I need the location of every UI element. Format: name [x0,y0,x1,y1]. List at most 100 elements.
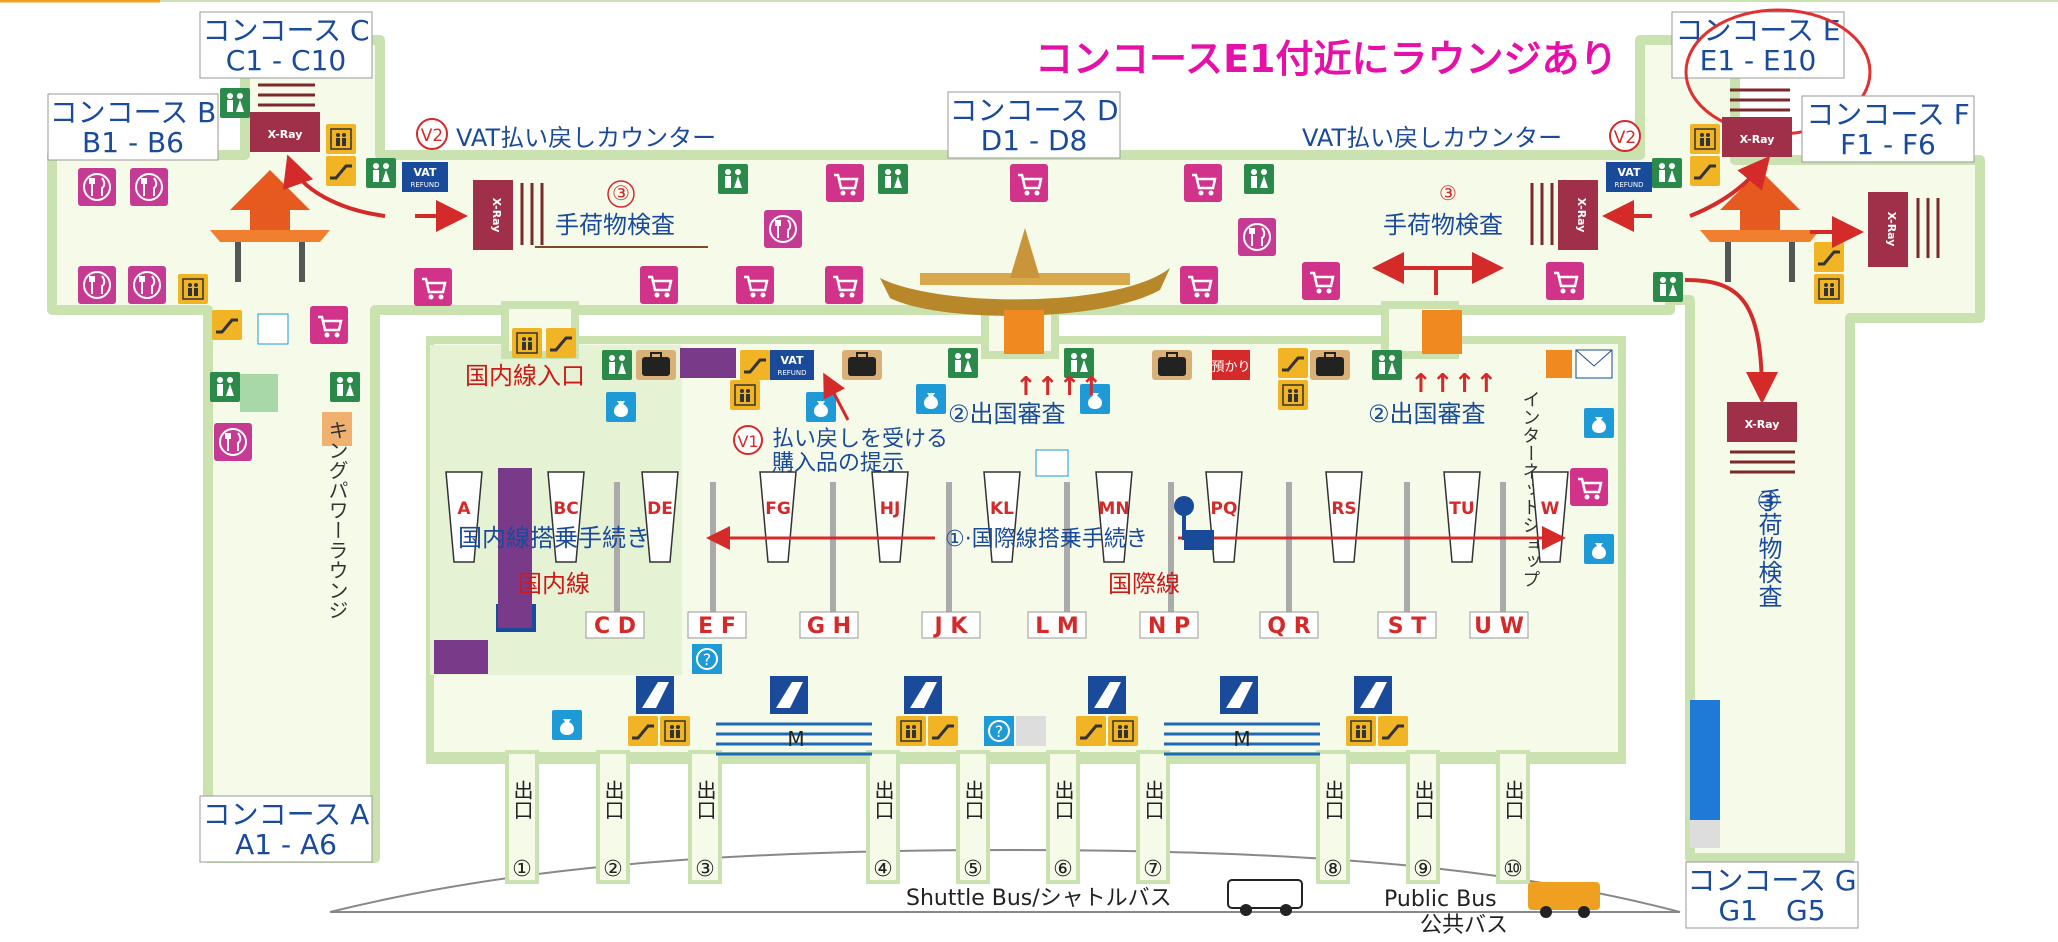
svg-text:↑↑↑↑: ↑↑↑↑ [1015,372,1102,402]
svg-text:VAT払い戻しカウンター: VAT払い戻しカウンター [456,124,716,152]
exit-posts [505,750,1530,884]
svg-text:?: ? [995,722,1004,741]
checkin-counter-pq: PQ [1205,471,1243,563]
counter-label: PQ [1211,499,1238,519]
row-label: G H [807,614,851,639]
baggage-check-left: ③ 手荷物検査 [535,180,708,248]
baggage-check-vertical: ③ 手荷物検査 [1754,487,1782,608]
svg-text:G1 G5: G1 G5 [1718,894,1825,927]
svg-text:預かり: 預かり [1211,360,1250,375]
svg-text:③: ③ [1439,181,1457,205]
svg-text:X-Ray: X-Ray [268,128,303,141]
exit-8: 出口⑧ [1321,780,1345,882]
svg-text:F1 - F6: F1 - F6 [1840,128,1936,161]
international-checkin-label: ①·国際線搭乗手続き [945,527,1148,552]
counter-label: DE [647,499,673,519]
counter-label: BC [553,499,578,519]
svg-text:M: M [1233,727,1250,751]
exit-number: ⑨ [1413,857,1433,882]
exit-label: 出口 [961,780,985,820]
domestic-entrance-label: 国内線入口 [465,362,585,390]
bed-icon [1690,820,1720,848]
svg-text:払い戻しを受ける: 払い戻しを受ける [772,427,948,452]
svg-text:REFUND: REFUND [777,369,806,377]
moving-walkway-right: M [1164,722,1320,756]
svg-text:キングパワーラウンジ: キングパワーラウンジ [325,420,349,620]
baggage-storage-icons: 預かり [635,349,1351,381]
svg-text:C1 - C10: C1 - C10 [226,44,346,77]
row-label: L M [1035,614,1079,639]
svg-text:A1 - A6: A1 - A6 [235,828,337,861]
concourse-e-sign: コンコース E E1 - E10 [1671,8,1872,136]
exit-number: ④ [873,857,893,882]
exit-6: 出口⑥ [1051,780,1075,882]
svg-text:X-Ray: X-Ray [490,198,503,233]
svg-text:コンコース D: コンコース D [949,94,1118,127]
svg-text:手荷物検査: 手荷物検査 [1754,488,1782,608]
exit-number: ⑦ [1143,857,1163,882]
toilet-icons [210,88,1683,412]
svg-text:コンコース C: コンコース C [202,14,369,47]
exit-7: 出口⑦ [1141,780,1165,882]
checkin-counter-rs: RS [1325,471,1363,563]
exit-1: 出口 ① [510,780,534,882]
svg-text:コンコース A: コンコース A [203,798,370,831]
exit-5: 出口 ⑤ [961,780,985,882]
baggage-check-right: ③ 手荷物検査 [1383,181,1503,239]
exit-number: ① [512,857,532,882]
row-label: J K [933,614,969,639]
exit-9: 出口 ⑨ [1411,780,1435,882]
exit-number: ⑤ [963,857,983,882]
checkin-row-cd: C D [585,611,645,639]
exit-label: 出口 [693,780,717,820]
checkin-counter-a: A [445,471,483,563]
exit-number: ⑩ [1503,857,1523,882]
counter-label: TU [1449,499,1474,519]
svg-text:V1: V1 [737,432,758,451]
counter-label: HJ [880,499,901,519]
svg-text:?: ? [703,650,712,669]
exit-number: ⑧ [1323,857,1343,882]
svg-text:Shuttle Bus/シャトルバス: Shuttle Bus/シャトルバス [906,886,1172,911]
row-label: Q R [1267,614,1310,639]
svg-text:M: M [787,727,804,751]
immigration-left: ↑↑↑↑ ②出国審査 [948,310,1102,428]
svg-text:X-Ray: X-Ray [1745,418,1780,431]
vat-refund-v1: V1 払い戻しを受ける 購入品の提示 [733,372,948,476]
row-label: S T [1388,614,1427,639]
checkin-counter-bc: BC [547,471,585,563]
checkin-row-np: N P [1139,611,1199,639]
checkin-row-st: S T [1377,611,1437,639]
checkin-row-jk: J K [921,611,981,639]
svg-text:コンコース E: コンコース E [1675,14,1840,47]
thai-pavilion-right [1700,170,1820,282]
concourse-c-sign: コンコース C C1 - C10 [199,11,373,79]
vat-refund-right: VAT払い戻しカウンター V2 [1302,120,1641,152]
counter-label: FG [765,499,791,519]
checkin-counter-mn: MN [1095,471,1133,563]
concourse-b-sign: コンコース B B1 - B6 [47,93,219,161]
svg-text:③: ③ [1756,487,1779,517]
checkin-counter-fg: FG [759,471,797,563]
exit-label: 出口 [1411,780,1435,820]
exit-3: 出口③ [693,780,717,882]
terminal-floor [47,35,1985,913]
royal-barge-display [880,228,1170,316]
public-bus: Public Bus 公共バス [1384,882,1600,938]
row-label: E F [698,614,736,639]
checkin-counter-de: DE [641,471,679,563]
exit-label: 出口 [510,780,534,820]
kiosk-icon [1174,496,1214,550]
thai-pavilion-left [210,170,330,282]
svg-text:Public Bus: Public Bus [1384,887,1497,912]
svg-text:REFUND: REFUND [410,181,439,189]
exit-4: 出口④ [871,780,895,882]
exit-number: ⑥ [1053,857,1073,882]
moving-walkway-left: M [716,722,872,756]
checkin-row-qr: Q R [1259,611,1319,639]
counter-label: A [457,499,471,519]
flow-arrows [283,154,1864,404]
checkin-row-ef: E F [687,611,747,639]
svg-text:X-Ray: X-Ray [1575,198,1588,233]
